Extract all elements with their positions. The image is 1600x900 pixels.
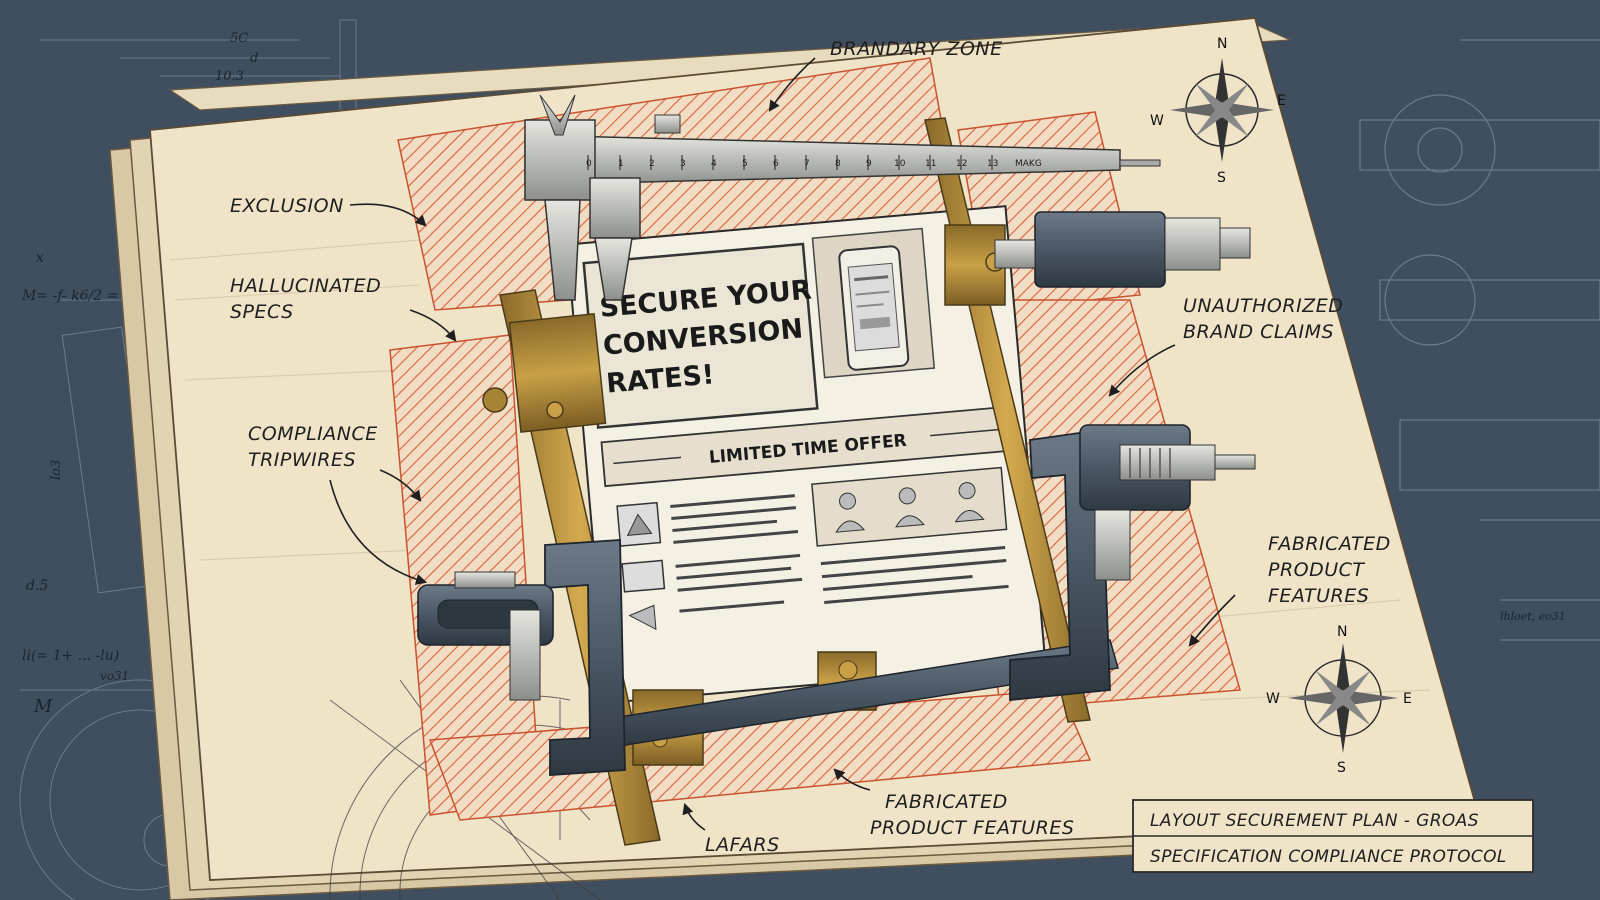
caliper-brand: MAKG (1015, 159, 1042, 169)
caliper-tick-2: 2 (649, 159, 655, 169)
label-fabricated-right-1: FABRICATED (1268, 533, 1391, 555)
label-boundary-zone: BRANDARY ZONE (830, 38, 1003, 60)
caliper-tick-12: 12 (956, 159, 967, 169)
c-clamp-left (544, 539, 626, 776)
label-compliance-2: TRIPWIRES (248, 449, 356, 471)
caliper-tick-3: 3 (680, 159, 686, 169)
label-fabricated-right-2: PRODUCT (1268, 559, 1365, 581)
label-unauthorized-2: BRAND CLAIMS (1183, 321, 1334, 343)
annotation-labels: BRANDARY ZONE EXCLUSION HALLUCINATED SPE… (230, 38, 1391, 856)
caliper-jaw-moving (594, 237, 633, 301)
title-block-line2: SPECIFICATION COMPLIANCE PROTOCOL (1150, 847, 1507, 867)
caliper-tick-0: 0 (586, 159, 592, 169)
compass-top-w: W (1150, 113, 1164, 129)
compass-top: N S E W (1150, 36, 1286, 186)
caliper-tick-13: 13 (987, 159, 998, 169)
caliper-jaw-fixed (544, 199, 581, 301)
note-dim-5c: 5C (230, 31, 248, 46)
clamp-left-brass (508, 312, 607, 433)
note-big-m: M (33, 696, 53, 717)
poster-text-lines (670, 494, 803, 613)
caliper-tick-8: 8 (835, 159, 841, 169)
compass-bottom-w: W (1266, 691, 1280, 707)
caliper-tick-10: 10 (894, 159, 906, 169)
caliper-tick-6: 6 (773, 159, 779, 169)
arrow-compliance (379, 469, 422, 502)
label-exclusion: EXCLUSION (230, 195, 344, 217)
arrow-exclusion (349, 203, 427, 227)
steel-clamps (417, 211, 1256, 776)
arrow-compliance-2 (329, 479, 428, 585)
caliper-slider (589, 177, 641, 239)
label-fabricated-right-3: FEATURES (1268, 585, 1369, 607)
caliper: 0 1 2 3 4 5 6 7 8 9 10 11 12 13 MAKG (524, 94, 1161, 301)
compass-bottom-e: E (1403, 691, 1412, 707)
ad-poster: SECURE YOUR CONVERSION RATES! LIMITED TI… (565, 205, 1047, 704)
note-dim-103: 10.3 (215, 69, 244, 84)
arrow-hallucinated (409, 309, 457, 342)
label-fabricated-bottom-2: PRODUCT FEATURES (870, 817, 1074, 839)
poster-people-icons (811, 466, 1008, 547)
compass-top-e: E (1277, 93, 1286, 109)
label-hallucinated-2: SPECS (230, 301, 294, 323)
arrow-lafars (682, 802, 706, 831)
caliper-ticks (587, 155, 993, 170)
thumbscrew-left (482, 387, 508, 413)
compass-top-n: N (1217, 36, 1227, 52)
caliper-tick-4: 4 (711, 159, 717, 169)
annotation-arrows (329, 57, 1236, 831)
title-block: LAYOUT SECUREMENT PLAN - GROAS SPECIFICA… (1132, 799, 1534, 873)
arrow-fabricated-right (1188, 594, 1236, 647)
arrow-boundary (768, 57, 816, 112)
caliper-tick-7: 7 (804, 159, 810, 169)
note-x: x (36, 250, 44, 266)
caliper-tick-11: 11 (925, 159, 936, 169)
label-hallucinated-1: HALLUCINATED (230, 275, 381, 297)
arrow-fabricated-bottom (833, 768, 871, 791)
caliper-tick-1: 1 (618, 159, 624, 169)
clamp-block-top-right (1034, 211, 1166, 288)
blueprint-right-sketches (1359, 39, 1600, 641)
compass-bottom-s: S (1337, 760, 1346, 776)
note-formula-l: li(= 1+ ... -lu) (22, 648, 119, 664)
arrow-unauthorized (1108, 344, 1176, 397)
compass-bottom-n: N (1337, 624, 1347, 640)
phone-icon (811, 227, 936, 379)
compass-top-s: S (1217, 170, 1226, 186)
caliper-tick-5: 5 (742, 159, 748, 169)
label-compliance-1: COMPLIANCE (248, 423, 378, 445)
caliper-tick-9: 9 (866, 159, 872, 169)
title-block-line1: LAYOUT SECUREMENT PLAN - GROAS (1150, 811, 1479, 831)
note-formula-m: M= -f- k6/2 = (21, 288, 118, 304)
label-lafars: LAFARS (705, 834, 780, 856)
note-lo3: lo3 (49, 460, 64, 480)
note-right: lhloet, eo31 (1500, 610, 1566, 623)
label-fabricated-bottom-1: FABRICATED (885, 791, 1008, 813)
poster-icon-list (616, 501, 666, 631)
note-dim-d: d (250, 51, 258, 66)
poster-text-lines-right (820, 546, 1009, 604)
label-unauthorized-1: UNAUTHORIZED (1183, 295, 1343, 317)
note-d5: d.5 (26, 578, 48, 594)
note-vo31: vo31 (100, 669, 129, 683)
compass-bottom: N S E W (1266, 624, 1412, 776)
